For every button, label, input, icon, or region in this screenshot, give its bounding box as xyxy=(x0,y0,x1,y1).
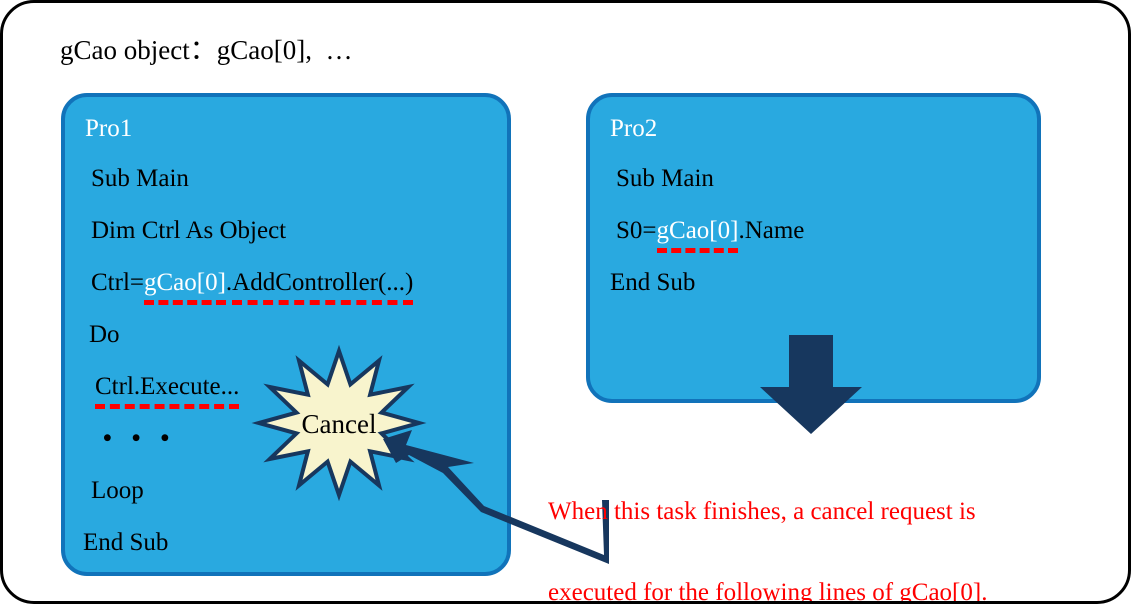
pro2-box: Pro2 Sub Main S0=gCao[0].Name End Sub xyxy=(586,93,1041,403)
cancel-burst-label: Cancel xyxy=(301,409,377,439)
diagram-title: gCao object：gCao[0], … xyxy=(60,35,353,65)
gcao-highlight: gCao[0] xyxy=(144,269,226,305)
code-line-do: Do xyxy=(89,321,120,348)
pro1-code: Sub Main Dim Ctrl As Object Ctrl=gCao[0]… xyxy=(83,165,501,581)
code-line-ellipsis: ••• xyxy=(103,425,190,452)
pro1-label: Pro1 xyxy=(85,115,133,142)
gcao-highlight: gCao[0] xyxy=(656,217,739,253)
annotation-line-2: executed for the following lines of gCao… xyxy=(548,579,988,604)
pro2-label: Pro2 xyxy=(610,115,658,142)
execute-underlined: Ctrl.Execute... xyxy=(95,373,240,409)
code-line-addcontroller: Ctrl=gCao[0].AddController(...) xyxy=(91,269,501,321)
addcontroller-underlined: AddController(...) xyxy=(232,269,414,305)
code-line-loop: Loop xyxy=(91,477,144,504)
code-line-end-sub: End Sub xyxy=(610,269,696,296)
code-line-sub-main: Sub Main xyxy=(91,165,189,192)
code-line-execute: Ctrl.Execute... xyxy=(91,373,501,425)
annotation-note: When this task finishes, a cancel reques… xyxy=(548,444,988,604)
code-line-sub-main: Sub Main xyxy=(616,165,714,192)
pro2-code: Sub Main S0=gCao[0].Name End Sub xyxy=(610,165,1031,321)
code-line-end-sub: End Sub xyxy=(83,529,169,556)
annotation-line-1: When this task finishes, a cancel reques… xyxy=(548,498,976,525)
code-line-dim: Dim Ctrl As Object xyxy=(91,217,287,244)
pro1-box: Pro1 Sub Main Dim Ctrl As Object Ctrl=gC… xyxy=(61,93,511,576)
code-line-name: S0=gCao[0].Name xyxy=(616,217,1031,269)
